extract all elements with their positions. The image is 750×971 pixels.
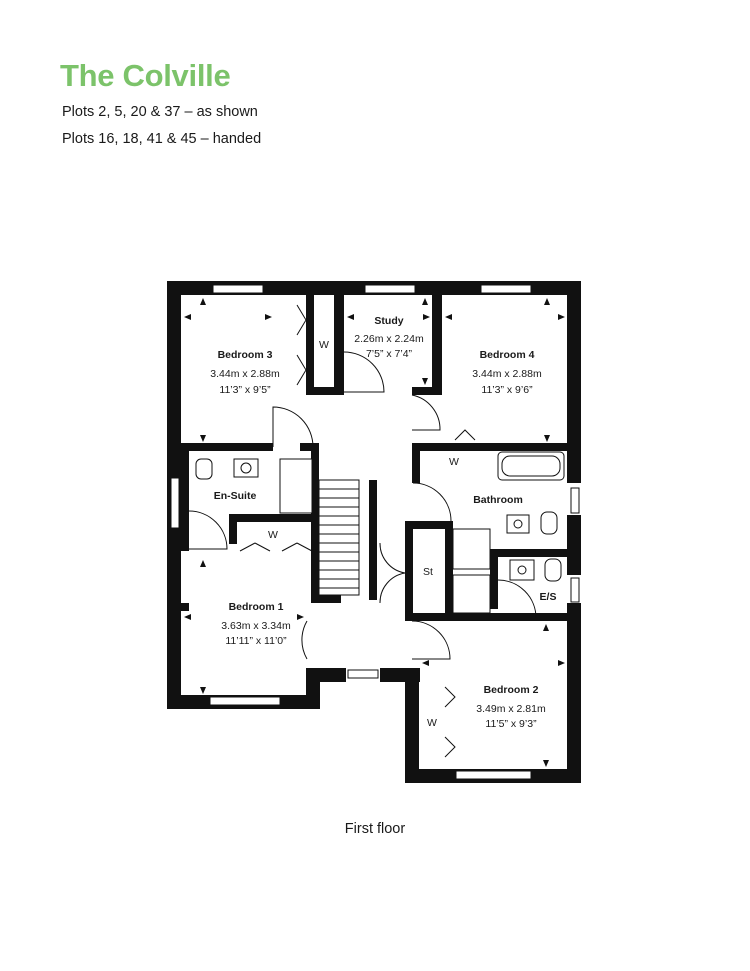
ensuite-name: En-Suite — [214, 490, 257, 502]
staircase — [318, 479, 360, 596]
wardrobe-label-bedroom4: W — [449, 456, 459, 468]
wardrobe-doors — [239, 304, 476, 758]
bedroom3-name: Bedroom 3 — [218, 349, 273, 361]
bedroom1-name: Bedroom 1 — [229, 601, 284, 613]
study-imperial: 7’5” x 7’4” — [366, 348, 413, 360]
door-swings — [188, 351, 537, 660]
bathroom-name: Bathroom — [473, 494, 523, 506]
floor-caption: First floor — [344, 821, 406, 837]
bedroom1-imperial: 11’11” x 11’0” — [225, 635, 287, 647]
plots-as-shown: Plots 2, 5, 20 & 37 – as shown — [62, 104, 258, 120]
room-bedroom3: Bedroom 3 3.44m x 2.88m 11’3” x 9’5” — [210, 349, 280, 396]
study-name: Study — [374, 315, 403, 327]
room-bedroom1: Bedroom 1 3.63m x 3.34m 11’11” x 11’0” — [221, 601, 291, 647]
bedroom4-metric: 3.44m x 2.88m — [472, 368, 542, 380]
bedroom2-metric: 3.49m x 2.81m — [476, 703, 546, 715]
bedroom3-metric: 3.44m x 2.88m — [210, 368, 280, 380]
bedroom1-metric: 3.63m x 3.34m — [221, 620, 291, 632]
bedroom4-imperial: 11’3” x 9’6” — [481, 384, 533, 396]
fixtures — [195, 451, 565, 614]
bedroom4-name: Bedroom 4 — [480, 349, 535, 361]
walls — [167, 281, 581, 783]
windows — [170, 284, 580, 780]
wardrobe-label-bedroom2: W — [427, 717, 437, 729]
dimension-arrows — [184, 298, 565, 767]
room-study: Study 2.26m x 2.24m 7’5” x 7’4” — [354, 315, 424, 360]
wardrobe-label-bedroom3: W — [319, 339, 329, 351]
store-label: St — [423, 566, 433, 578]
page-title: The Colville — [60, 58, 231, 93]
bedroom2-imperial: 11’5” x 9’3” — [485, 718, 537, 730]
bedroom2-name: Bedroom 2 — [484, 684, 539, 696]
wardrobe-label-bedroom1: W — [268, 529, 278, 541]
bedroom3-imperial: 11’3” x 9’5” — [219, 384, 271, 396]
room-bedroom2: Bedroom 2 3.49m x 2.81m 11’5” x 9’3” — [476, 684, 546, 730]
study-metric: 2.26m x 2.24m — [354, 333, 424, 345]
plots-handed: Plots 16, 18, 41 & 45 – handed — [62, 131, 262, 147]
es-name: E/S — [540, 591, 557, 603]
room-bedroom4: Bedroom 4 3.44m x 2.88m 11’3” x 9’6” — [472, 349, 542, 396]
